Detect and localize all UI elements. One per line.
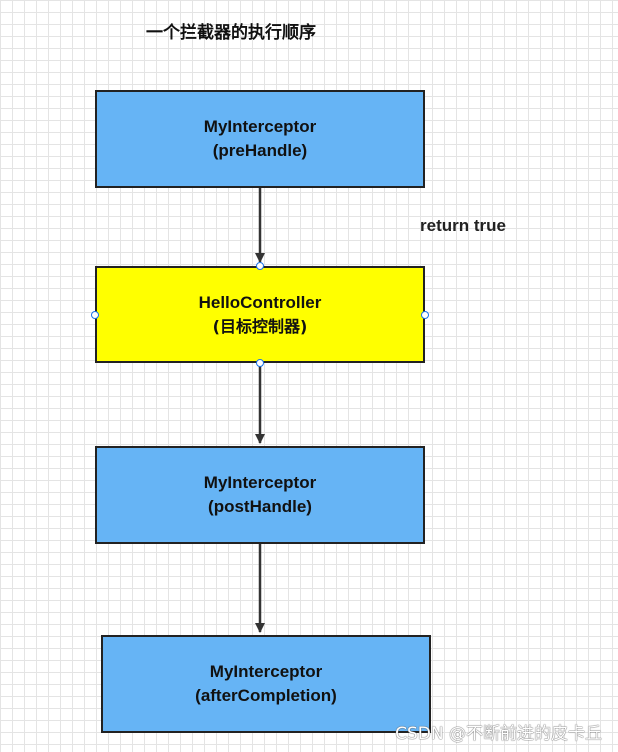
selection-handle-bottom[interactable] [256, 359, 264, 367]
node-posthandle[interactable]: MyInterceptor (postHandle) [95, 446, 425, 544]
diagram-title: 一个拦截器的执行顺序 [146, 23, 316, 43]
node-posthandle-line1: MyInterceptor [203, 473, 317, 492]
node-prehandle-line1: MyInterceptor [203, 117, 317, 136]
node-controller-line1: HelloController [198, 292, 322, 312]
node-prehandle[interactable]: MyInterceptor (preHandle) [95, 90, 425, 188]
node-controller-line2: (目标控制器) [212, 316, 308, 336]
node-posthandle-line2: (postHandle) [208, 497, 312, 516]
node-aftercompletion-line1: MyInterceptor [209, 662, 323, 681]
edge-label-return-true: return true [420, 216, 506, 235]
watermark: CSDN @不断前进的皮卡丘 [395, 724, 602, 744]
node-aftercompletion[interactable]: MyInterceptor (afterCompletion) [101, 635, 431, 733]
selection-handle-left[interactable] [91, 311, 99, 319]
selection-handle-top[interactable] [256, 262, 264, 270]
selection-handle-right[interactable] [421, 311, 429, 319]
node-prehandle-line2: (preHandle) [212, 141, 308, 160]
node-controller[interactable]: HelloController (目标控制器) [95, 266, 425, 363]
node-aftercompletion-line2: (afterCompletion) [195, 686, 337, 705]
